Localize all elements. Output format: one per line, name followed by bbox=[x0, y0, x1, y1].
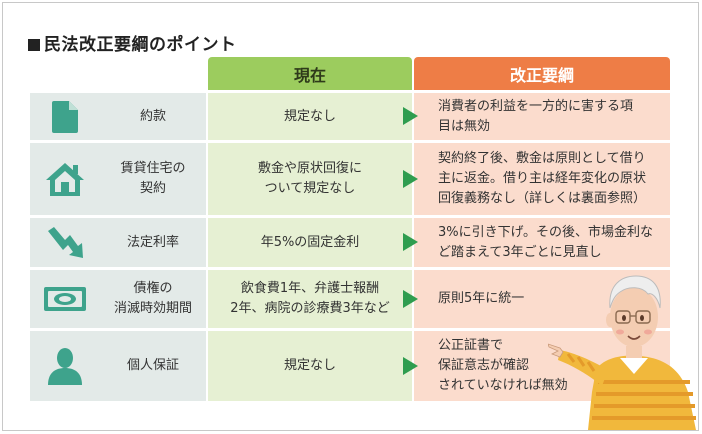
row-icon-cell bbox=[30, 143, 100, 215]
arrow-right-icon bbox=[403, 107, 418, 125]
item-label: 債権の 消滅時効期間 bbox=[100, 270, 206, 328]
header-reform: 改正要綱 bbox=[414, 57, 670, 90]
reform-text: 契約終了後、敷金は原則として借り 主に返金。借り主は経年変化の原状 回復義務なし… bbox=[438, 151, 647, 206]
current-cell: 敷金や原状回復に ついて規定なし bbox=[208, 143, 412, 215]
table-row: 法定利率 年5%の固定金利 3%に引き下げ。その後、市場金利な ど踏まえて3年ご… bbox=[30, 218, 670, 267]
pointing-man-illustration bbox=[548, 275, 696, 430]
row-icon-cell bbox=[30, 270, 100, 328]
house-icon bbox=[46, 163, 84, 196]
current-text: 敷金や原状回復に ついて規定なし bbox=[257, 161, 362, 196]
reform-text: 3%に引き下げ。その後、市場金利な ど踏まえて3年ごとに見直し bbox=[438, 224, 653, 260]
item-text: 債権の 消滅時効期間 bbox=[113, 281, 192, 316]
item-text: 個人保証 bbox=[126, 358, 179, 373]
trend-down-icon bbox=[48, 226, 83, 258]
item-label: 法定利率 bbox=[100, 218, 206, 267]
current-text: 年5%の固定金利 bbox=[260, 234, 360, 250]
row-icon-cell bbox=[30, 218, 100, 267]
reform-text: 公正証書で 保証意志が確認 されていなければ無効 bbox=[438, 338, 568, 393]
current-cell: 年5%の固定金利 bbox=[208, 218, 412, 267]
page-title-text: 民法改正要綱のポイント bbox=[44, 35, 237, 55]
banknote-icon bbox=[44, 287, 86, 311]
person-icon bbox=[48, 348, 82, 385]
row-icon-cell bbox=[30, 331, 100, 401]
document-icon bbox=[52, 100, 78, 133]
current-cell: 規定なし bbox=[208, 93, 412, 140]
item-text: 約款 bbox=[139, 108, 166, 124]
arrow-right-icon bbox=[403, 357, 418, 375]
header-reform-label: 改正要綱 bbox=[509, 65, 574, 85]
item-label: 賃貸住宅の 契約 bbox=[100, 143, 206, 215]
reform-cell: 消費者の利益を一方的に害する項 目は無効 bbox=[414, 93, 670, 140]
reform-cell: 契約終了後、敷金は原則として借り 主に返金。借り主は経年変化の原状 回復義務なし… bbox=[414, 143, 670, 215]
current-text: 規定なし bbox=[283, 108, 336, 124]
reform-cell: 3%に引き下げ。その後、市場金利な ど踏まえて3年ごとに見直し bbox=[414, 218, 670, 267]
reform-text: 消費者の利益を一方的に害する項 目は無効 bbox=[438, 98, 634, 134]
item-text: 法定利率 bbox=[126, 234, 179, 250]
table-row: 賃貸住宅の 契約 敷金や原状回復に ついて規定なし 契約終了後、敷金は原則として… bbox=[30, 143, 670, 215]
current-text: 飲食費1年、弁護士報酬 2年、病院の診療費3年など bbox=[230, 281, 390, 316]
arrow-right-icon bbox=[403, 170, 418, 188]
header-current-label: 現在 bbox=[293, 65, 326, 85]
current-cell: 規定なし bbox=[208, 331, 412, 401]
title-bullet bbox=[28, 39, 40, 51]
reform-text: 原則5年に統一 bbox=[438, 291, 525, 306]
arrow-right-icon bbox=[403, 233, 418, 251]
arrow-right-icon bbox=[403, 290, 418, 308]
header-current: 現在 bbox=[208, 57, 412, 90]
page-title: 民法改正要綱のポイント bbox=[28, 30, 237, 55]
current-text: 規定なし bbox=[283, 358, 336, 373]
item-label: 個人保証 bbox=[100, 331, 206, 401]
current-cell: 飲食費1年、弁護士報酬 2年、病院の診療費3年など bbox=[208, 270, 412, 328]
row-icon-cell bbox=[30, 93, 100, 140]
table-row: 約款 規定なし 消費者の利益を一方的に害する項 目は無効 bbox=[30, 93, 670, 140]
table-row: 個人保証 規定なし 公正証書で 保証意志が確認 されていなければ無効 bbox=[30, 331, 670, 401]
item-text: 賃貸住宅の 契約 bbox=[120, 161, 186, 196]
item-label: 約款 bbox=[100, 93, 206, 140]
